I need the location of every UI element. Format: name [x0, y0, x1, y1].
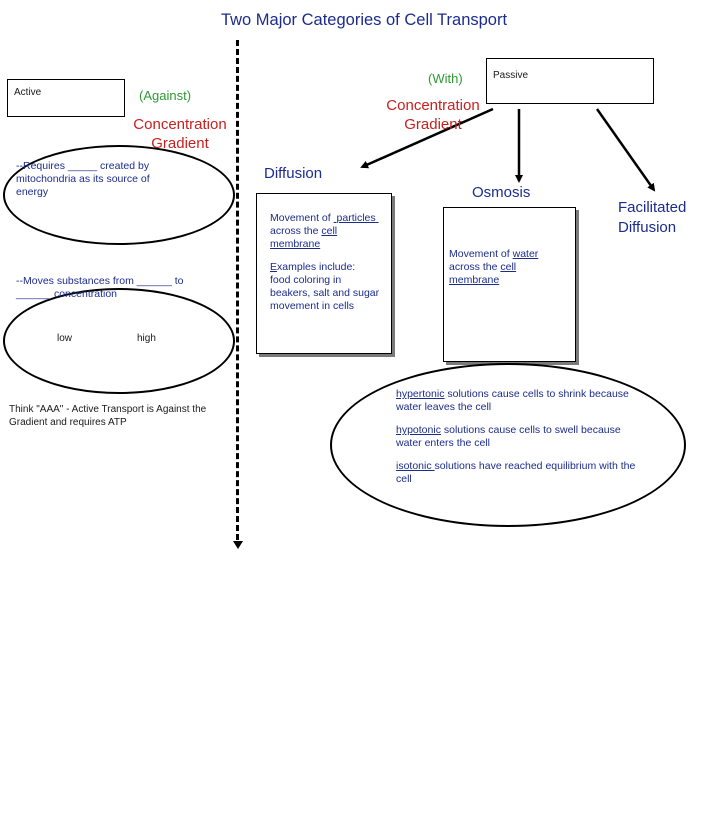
active-gradient-ellipse: [3, 288, 235, 394]
facilitated-diffusion-heading: Facilitated Diffusion: [618, 199, 687, 236]
active-energy-text: --Requires _____ created by mitochondria…: [16, 160, 150, 198]
page-title: Two Major Categories of Cell Transport: [220, 11, 508, 29]
active-gradient-label: Concentration Gradient: [133, 116, 227, 152]
active-box: Active: [7, 79, 125, 117]
active-label: Active: [14, 87, 42, 98]
divider-arrow-head: [233, 541, 243, 549]
tonicity-text: hypertonic solutions cause cells to shri…: [396, 388, 636, 485]
passive-label: Passive: [493, 70, 529, 81]
divider-line: [236, 40, 239, 540]
active-moves-text: --Moves substances from ______ to ______…: [16, 275, 184, 300]
diffusion-text: Movement of particles across the cell me…: [270, 212, 380, 312]
high-label: high: [137, 333, 156, 344]
diffusion-box: [256, 193, 392, 354]
active-direction: (Against): [139, 88, 192, 103]
arrow-to-diffusion: [360, 107, 494, 169]
passive-direction: (With): [428, 71, 463, 86]
arrow-to-facilitated: [595, 108, 656, 192]
tonicity-ellipse: [330, 363, 686, 527]
aaa-mnemonic: Think "AAA" - Active Transport is Agains…: [9, 404, 207, 428]
passive-box: Passive: [486, 58, 654, 104]
osmosis-box: [443, 207, 576, 362]
osmosis-text: Movement of water across the cell membra…: [449, 248, 539, 286]
osmosis-heading: Osmosis: [472, 184, 531, 201]
diffusion-heading: Diffusion: [264, 165, 323, 182]
active-energy-ellipse: [3, 145, 235, 245]
passive-gradient-label: Concentration Gradient: [386, 97, 480, 133]
low-label: low: [57, 333, 73, 344]
